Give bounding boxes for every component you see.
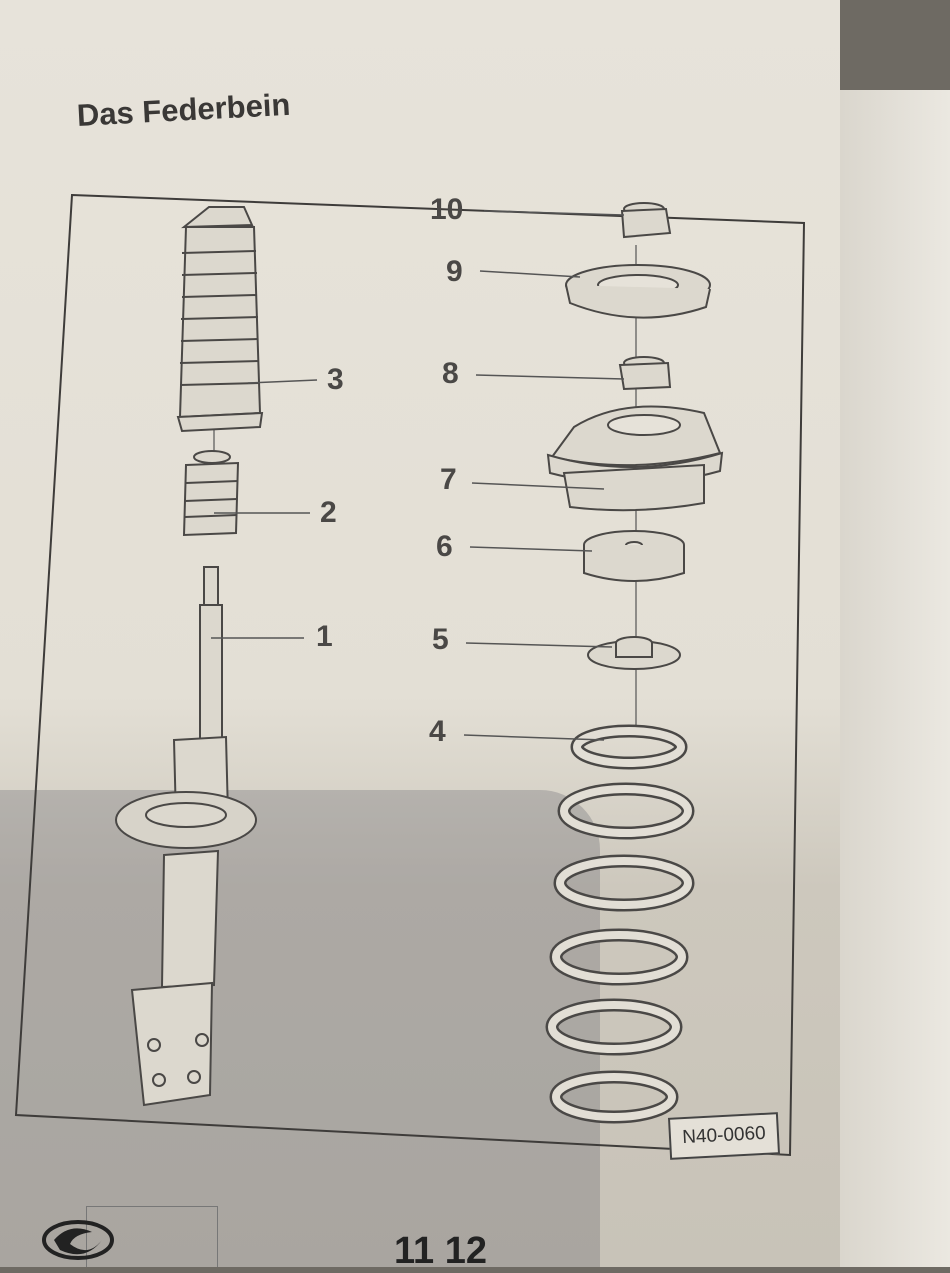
top-nut-part (620, 202, 672, 239)
leader-lines (211, 210, 625, 741)
rubber-seat-part (583, 530, 685, 582)
bump-stop-part (182, 450, 240, 537)
page-number: 11 12 (394, 1230, 487, 1272)
strut-exploded-figure: 1 2 3 4 5 6 7 8 9 10 (14, 165, 806, 1175)
dust-boot-part (176, 206, 264, 433)
spring-seat-part (587, 636, 681, 670)
shock-absorber-part (115, 566, 257, 1107)
callout-9: 9 (446, 255, 463, 288)
next-page-edge (835, 90, 950, 1267)
strut-mount-part (546, 405, 724, 512)
figure-code-label: N40-0060 (667, 1112, 781, 1160)
coil-spring-fill (548, 727, 692, 1121)
callout-7: 7 (440, 463, 457, 496)
callout-1: 1 (316, 620, 333, 653)
callout-4: 4 (429, 715, 446, 748)
manufacturer-logo-icon (42, 1220, 114, 1260)
callout-2: 2 (320, 496, 337, 529)
exploded-view-drawing (14, 193, 806, 1157)
lower-nut-part (618, 356, 672, 391)
footer-box (86, 1206, 218, 1267)
callout-8: 8 (442, 357, 459, 390)
upper-plate-part (565, 264, 711, 319)
page-shadow (0, 790, 600, 1267)
callout-5: 5 (432, 623, 449, 656)
callout-3: 3 (327, 363, 344, 396)
callout-6: 6 (436, 530, 453, 563)
callout-10: 10 (430, 193, 464, 226)
